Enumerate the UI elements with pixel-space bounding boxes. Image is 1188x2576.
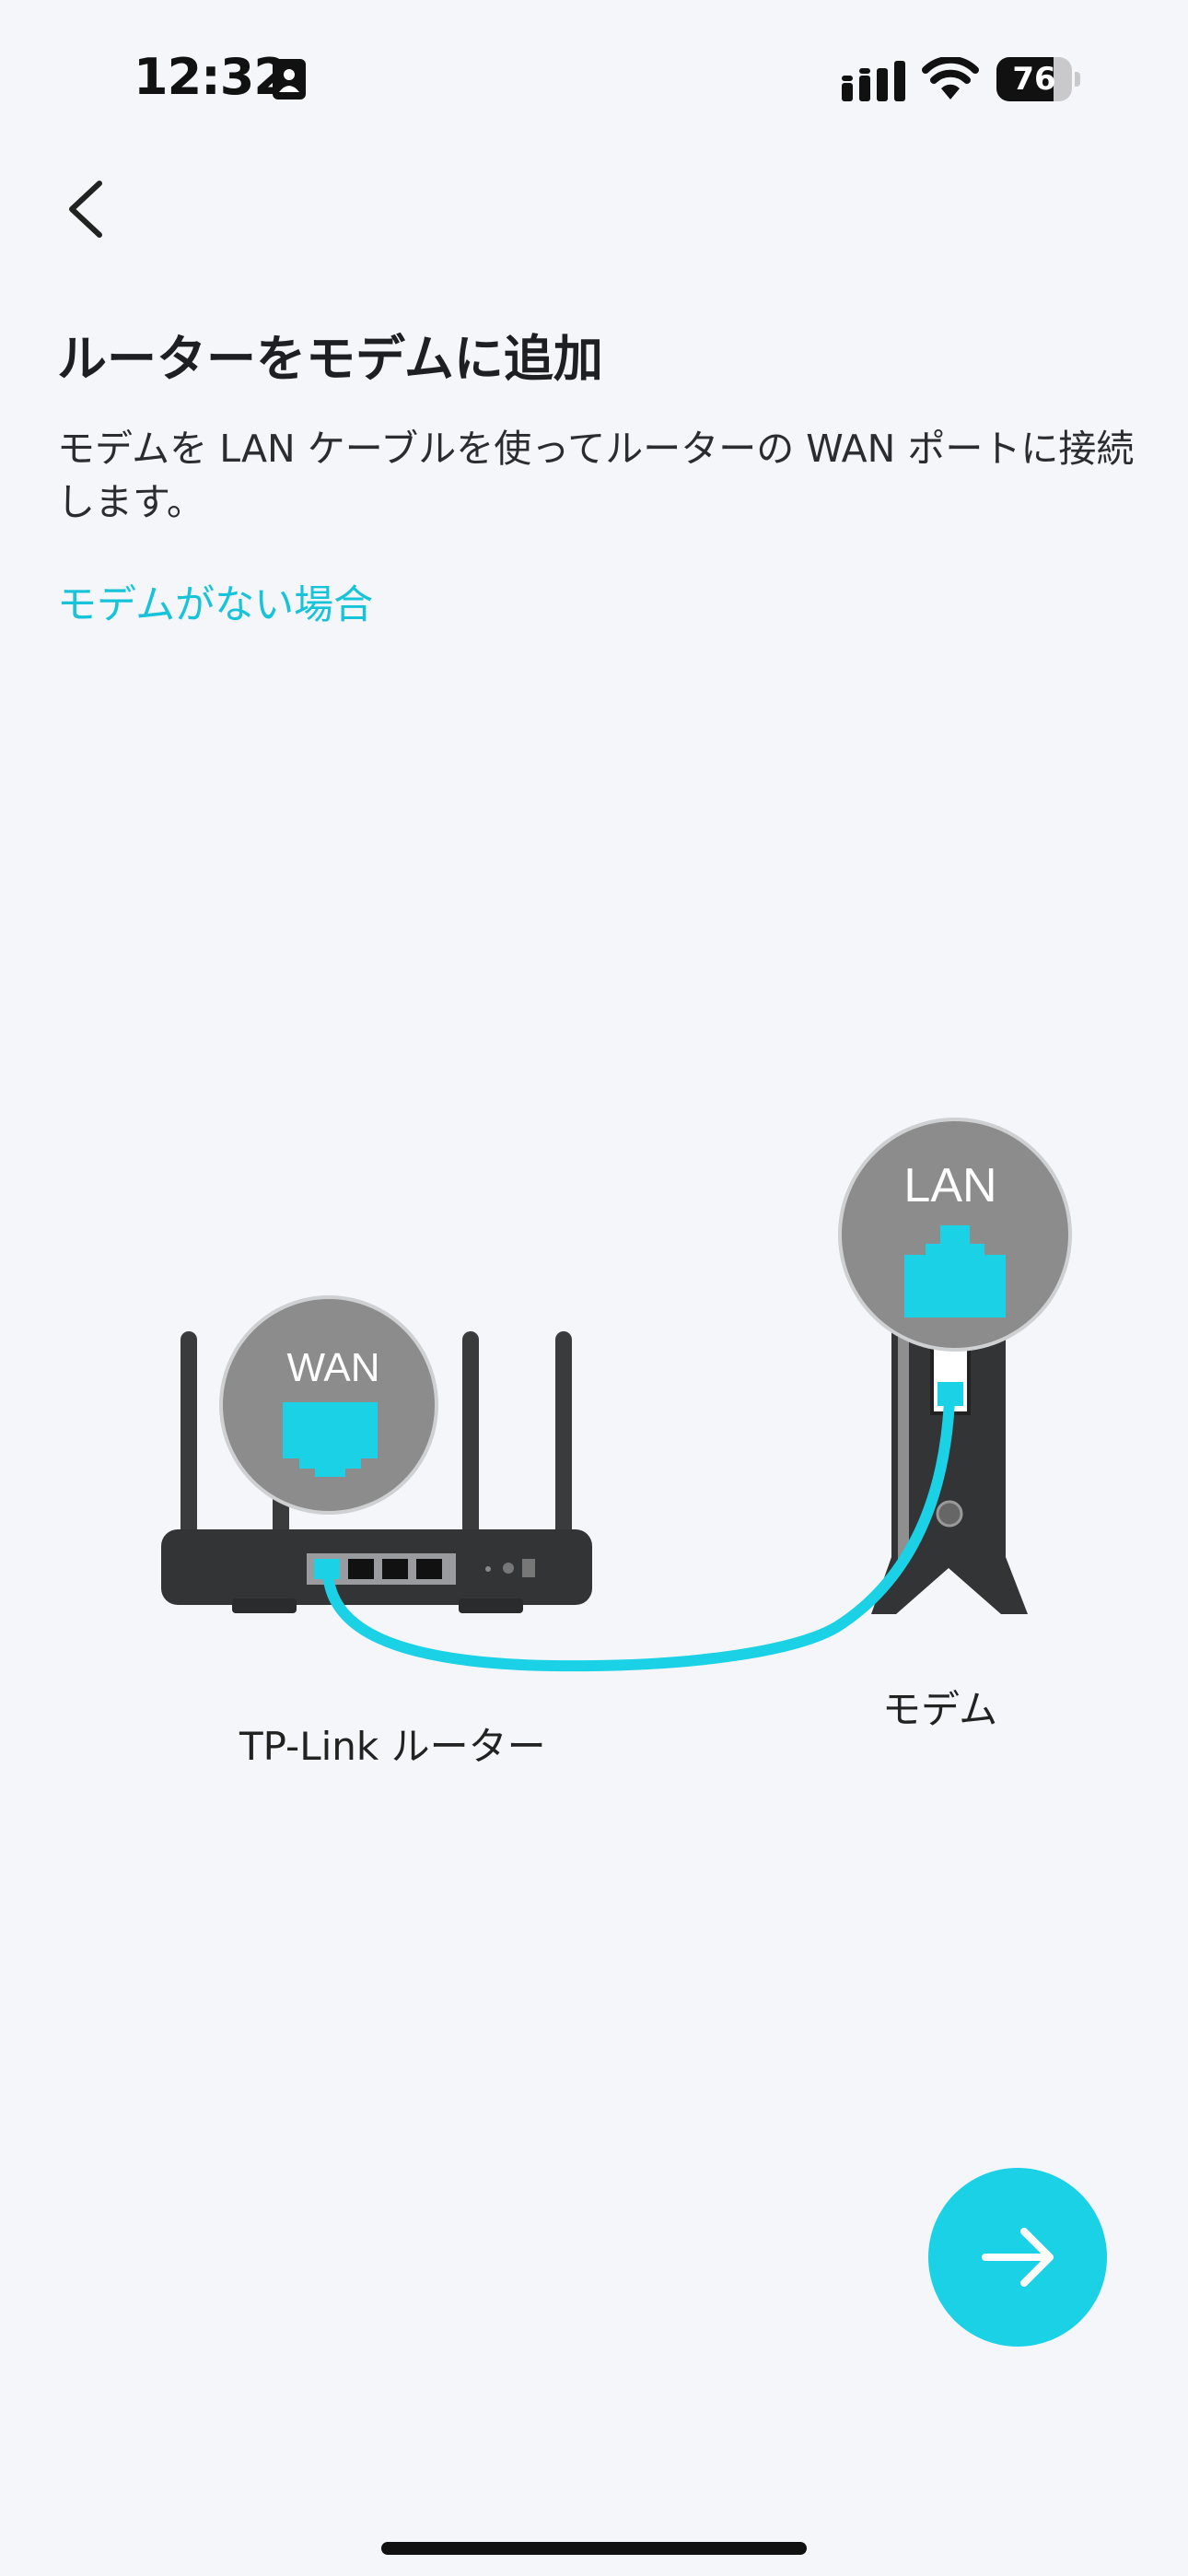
battery-fill [996, 57, 1054, 101]
router-body [161, 1529, 592, 1613]
ethernet-cable [322, 1395, 955, 1672]
modem-label: モデム [882, 1687, 998, 1732]
lan-callout: LAN [838, 1118, 1072, 1352]
battery-level: 76 [1012, 61, 1056, 98]
status-time: 12:32 [134, 48, 288, 106]
next-button[interactable] [928, 2168, 1107, 2347]
router-label: TP-Link ルーター [239, 1724, 546, 1769]
connection-illustration: WAN LAN [161, 1118, 1072, 1672]
battery-cap [1075, 72, 1080, 87]
wan-callout: WAN [219, 1295, 438, 1515]
battery-indicator: 76 [996, 57, 1081, 101]
chevron-left-icon [69, 181, 102, 238]
contact-card-icon [273, 59, 306, 100]
cellular-signal-icon [842, 61, 905, 101]
page-description: モデムを LAN ケーブルを使ってルーターの WAN ポートに接続します。 [57, 427, 1135, 524]
lan-label: LAN [903, 1159, 996, 1212]
back-button[interactable] [55, 170, 120, 244]
home-indicator[interactable] [381, 2542, 807, 2555]
wan-label: WAN [286, 1345, 379, 1390]
page-title: ルーターをモデムに追加 [57, 330, 603, 388]
battery-body: 76 [996, 57, 1072, 101]
arrow-right-icon [982, 2228, 1054, 2287]
wifi-icon [922, 57, 979, 100]
no-modem-link[interactable]: モデムがない場合 [57, 582, 374, 628]
status-bar: 12:32 76 [0, 0, 1188, 157]
